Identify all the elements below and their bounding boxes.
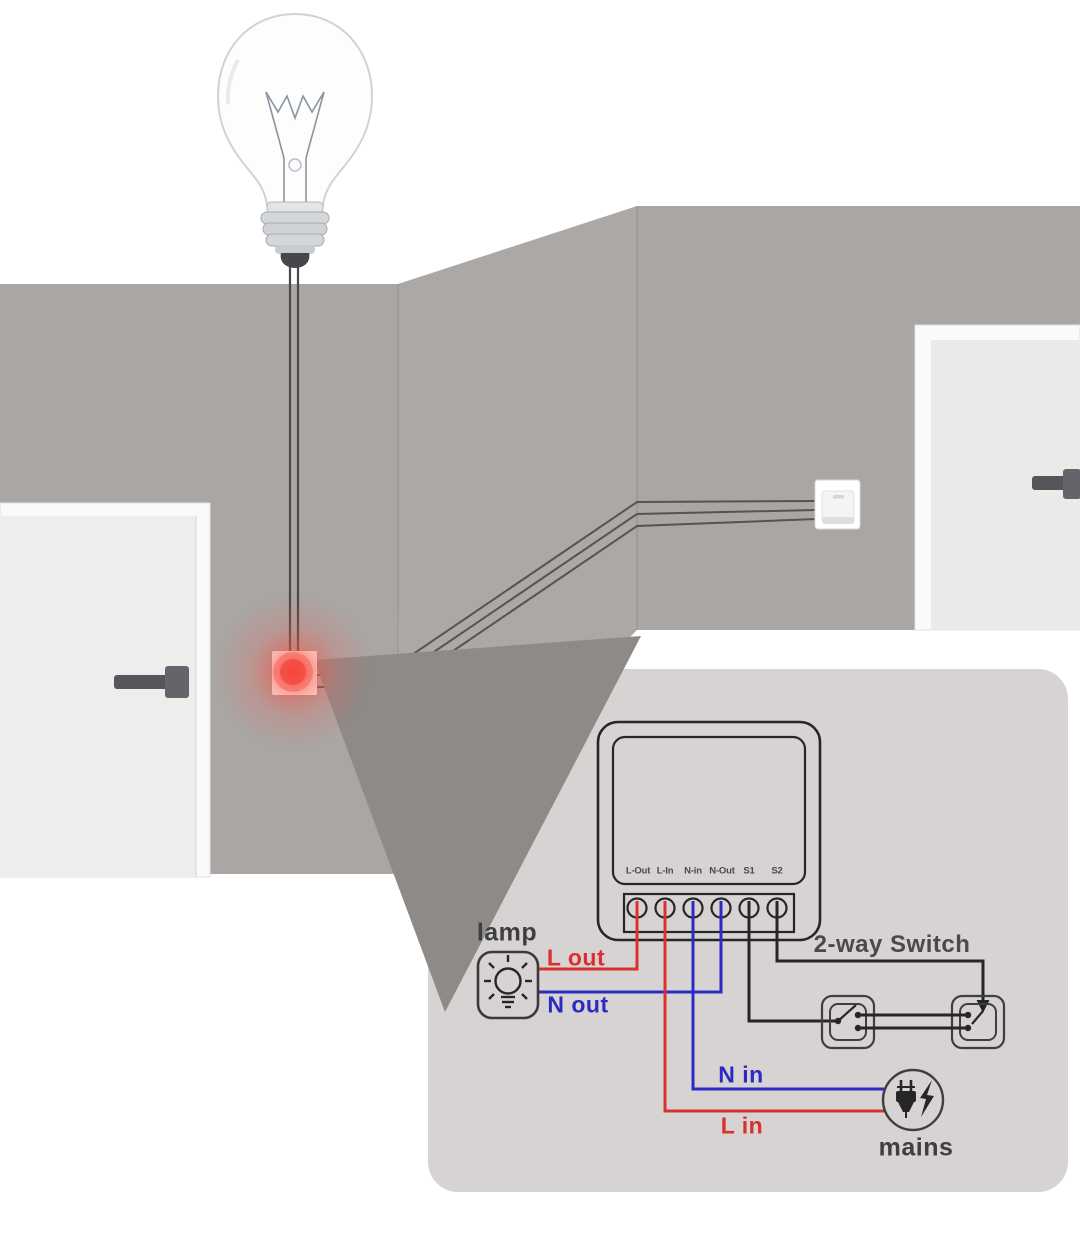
- lamp-cord: [288, 266, 300, 655]
- bulb-filament: [265, 91, 325, 205]
- terminal-label-n-out: N-Out: [709, 865, 735, 877]
- bulb-screw-base: [260, 201, 330, 268]
- switch-lever-right: [971, 1010, 984, 1025]
- lightning-bolt-icon: [920, 1080, 934, 1117]
- right-door-handle: [1032, 469, 1080, 499]
- terminal-label-l-in: L-In: [656, 865, 674, 877]
- callout-wedge: [314, 636, 641, 1012]
- terminal-label-s2: S2: [771, 865, 783, 877]
- two-way-switch-label: 2-way Switch: [813, 931, 971, 958]
- smart-module-diagram: [596, 720, 822, 942]
- terminal-label-n-in: N-in: [684, 865, 702, 877]
- plug-icon: [896, 1080, 916, 1118]
- n-out-label: N out: [547, 991, 609, 1018]
- mains-label: mains: [878, 1133, 954, 1162]
- terminal-label-s1: S1: [743, 865, 755, 877]
- left-door-handle: [114, 666, 189, 698]
- wire-l-out: [538, 901, 639, 971]
- smart-module-on-wall: [216, 594, 372, 750]
- left-door: [0, 502, 211, 878]
- lamp-bulb-icon: [484, 955, 532, 1009]
- diagram-wires: [538, 901, 985, 1113]
- wire-s2: [775, 901, 985, 1001]
- two-way-switch-left: [820, 994, 876, 1050]
- two-way-switch-right: [950, 994, 1006, 1050]
- switch-interconnect-wires: [858, 1013, 968, 1030]
- wire-l-in: [663, 901, 884, 1113]
- light-bulb: [216, 12, 374, 268]
- terminal-label-l-out: L-Out: [625, 865, 651, 877]
- right-door: [914, 324, 1080, 631]
- l-in-label: L in: [720, 1112, 764, 1139]
- n-in-label: N in: [718, 1061, 764, 1088]
- l-out-label: L out: [546, 944, 606, 971]
- lamp-label: lamp: [476, 918, 538, 947]
- lamp-icon: [476, 950, 540, 1020]
- switch-contacts: [834, 1011, 972, 1032]
- wall-switch: [814, 479, 861, 530]
- switch-lever-left: [837, 1004, 857, 1022]
- mains-icon: [881, 1068, 945, 1132]
- wire-n-in: [691, 901, 884, 1091]
- wire-s1: [747, 901, 838, 1023]
- wire-n-out: [538, 901, 723, 994]
